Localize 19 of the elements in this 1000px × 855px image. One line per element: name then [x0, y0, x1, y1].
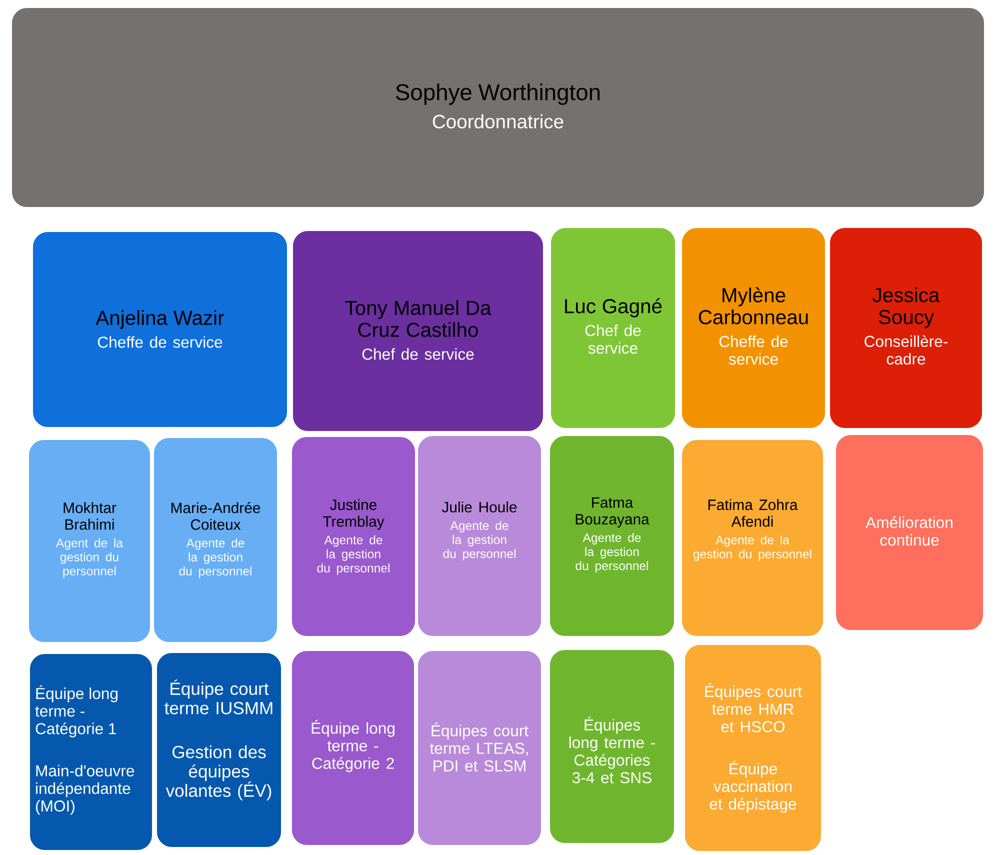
team-card: Équipe long terme - Catégorie 1 Main-d'oeuvre indépendante (MOI) [30, 654, 152, 850]
person-card: Fatima Zohra Afendi Agente de la gestion du personnel [682, 440, 823, 636]
team-card: Équipe court terme IUSMM Gestion des équipes volantes (ÉV) [157, 653, 281, 847]
person-card: Mylène Carbonneau Cheffe de service [682, 228, 825, 428]
person-card: Mokhtar Brahimi Agent de la gestion du personnel [29, 440, 150, 642]
person-card: Tony Manuel Da Cruz Castilho Chef de service [293, 231, 543, 431]
person-card: Fatma Bouzayana Agente de la gestion du personnel [550, 436, 674, 636]
person-card: Jessica Soucy Conseillère-cadre [830, 228, 982, 428]
person-card: Julie Houle Agente de la gestion du personnel [418, 436, 541, 636]
team-card: Équipes court terme HMR et HSCO Équipe vaccination et dépistage [685, 645, 821, 851]
team-card: Amélioration continue [836, 435, 983, 630]
team-card: Équipe long terme - Catégorie 2 [292, 651, 414, 845]
person-card: Justine Tremblay Agente de la gestion du personnel [292, 437, 415, 636]
person-card: Anjelina Wazir Cheffe de service [33, 232, 287, 427]
team-card: Équipes long terme - Catégories 3-4 et SNS [550, 650, 674, 843]
person-card: Luc Gagné Chef de service [551, 228, 675, 428]
person-card: Sophye Worthington Coordonnatrice [12, 8, 984, 207]
team-card: Équipes court terme LTEAS, PDI et SLSM [418, 651, 541, 845]
person-card: Marie-Andrée Coiteux Agente de la gestion du personnel [154, 438, 277, 642]
